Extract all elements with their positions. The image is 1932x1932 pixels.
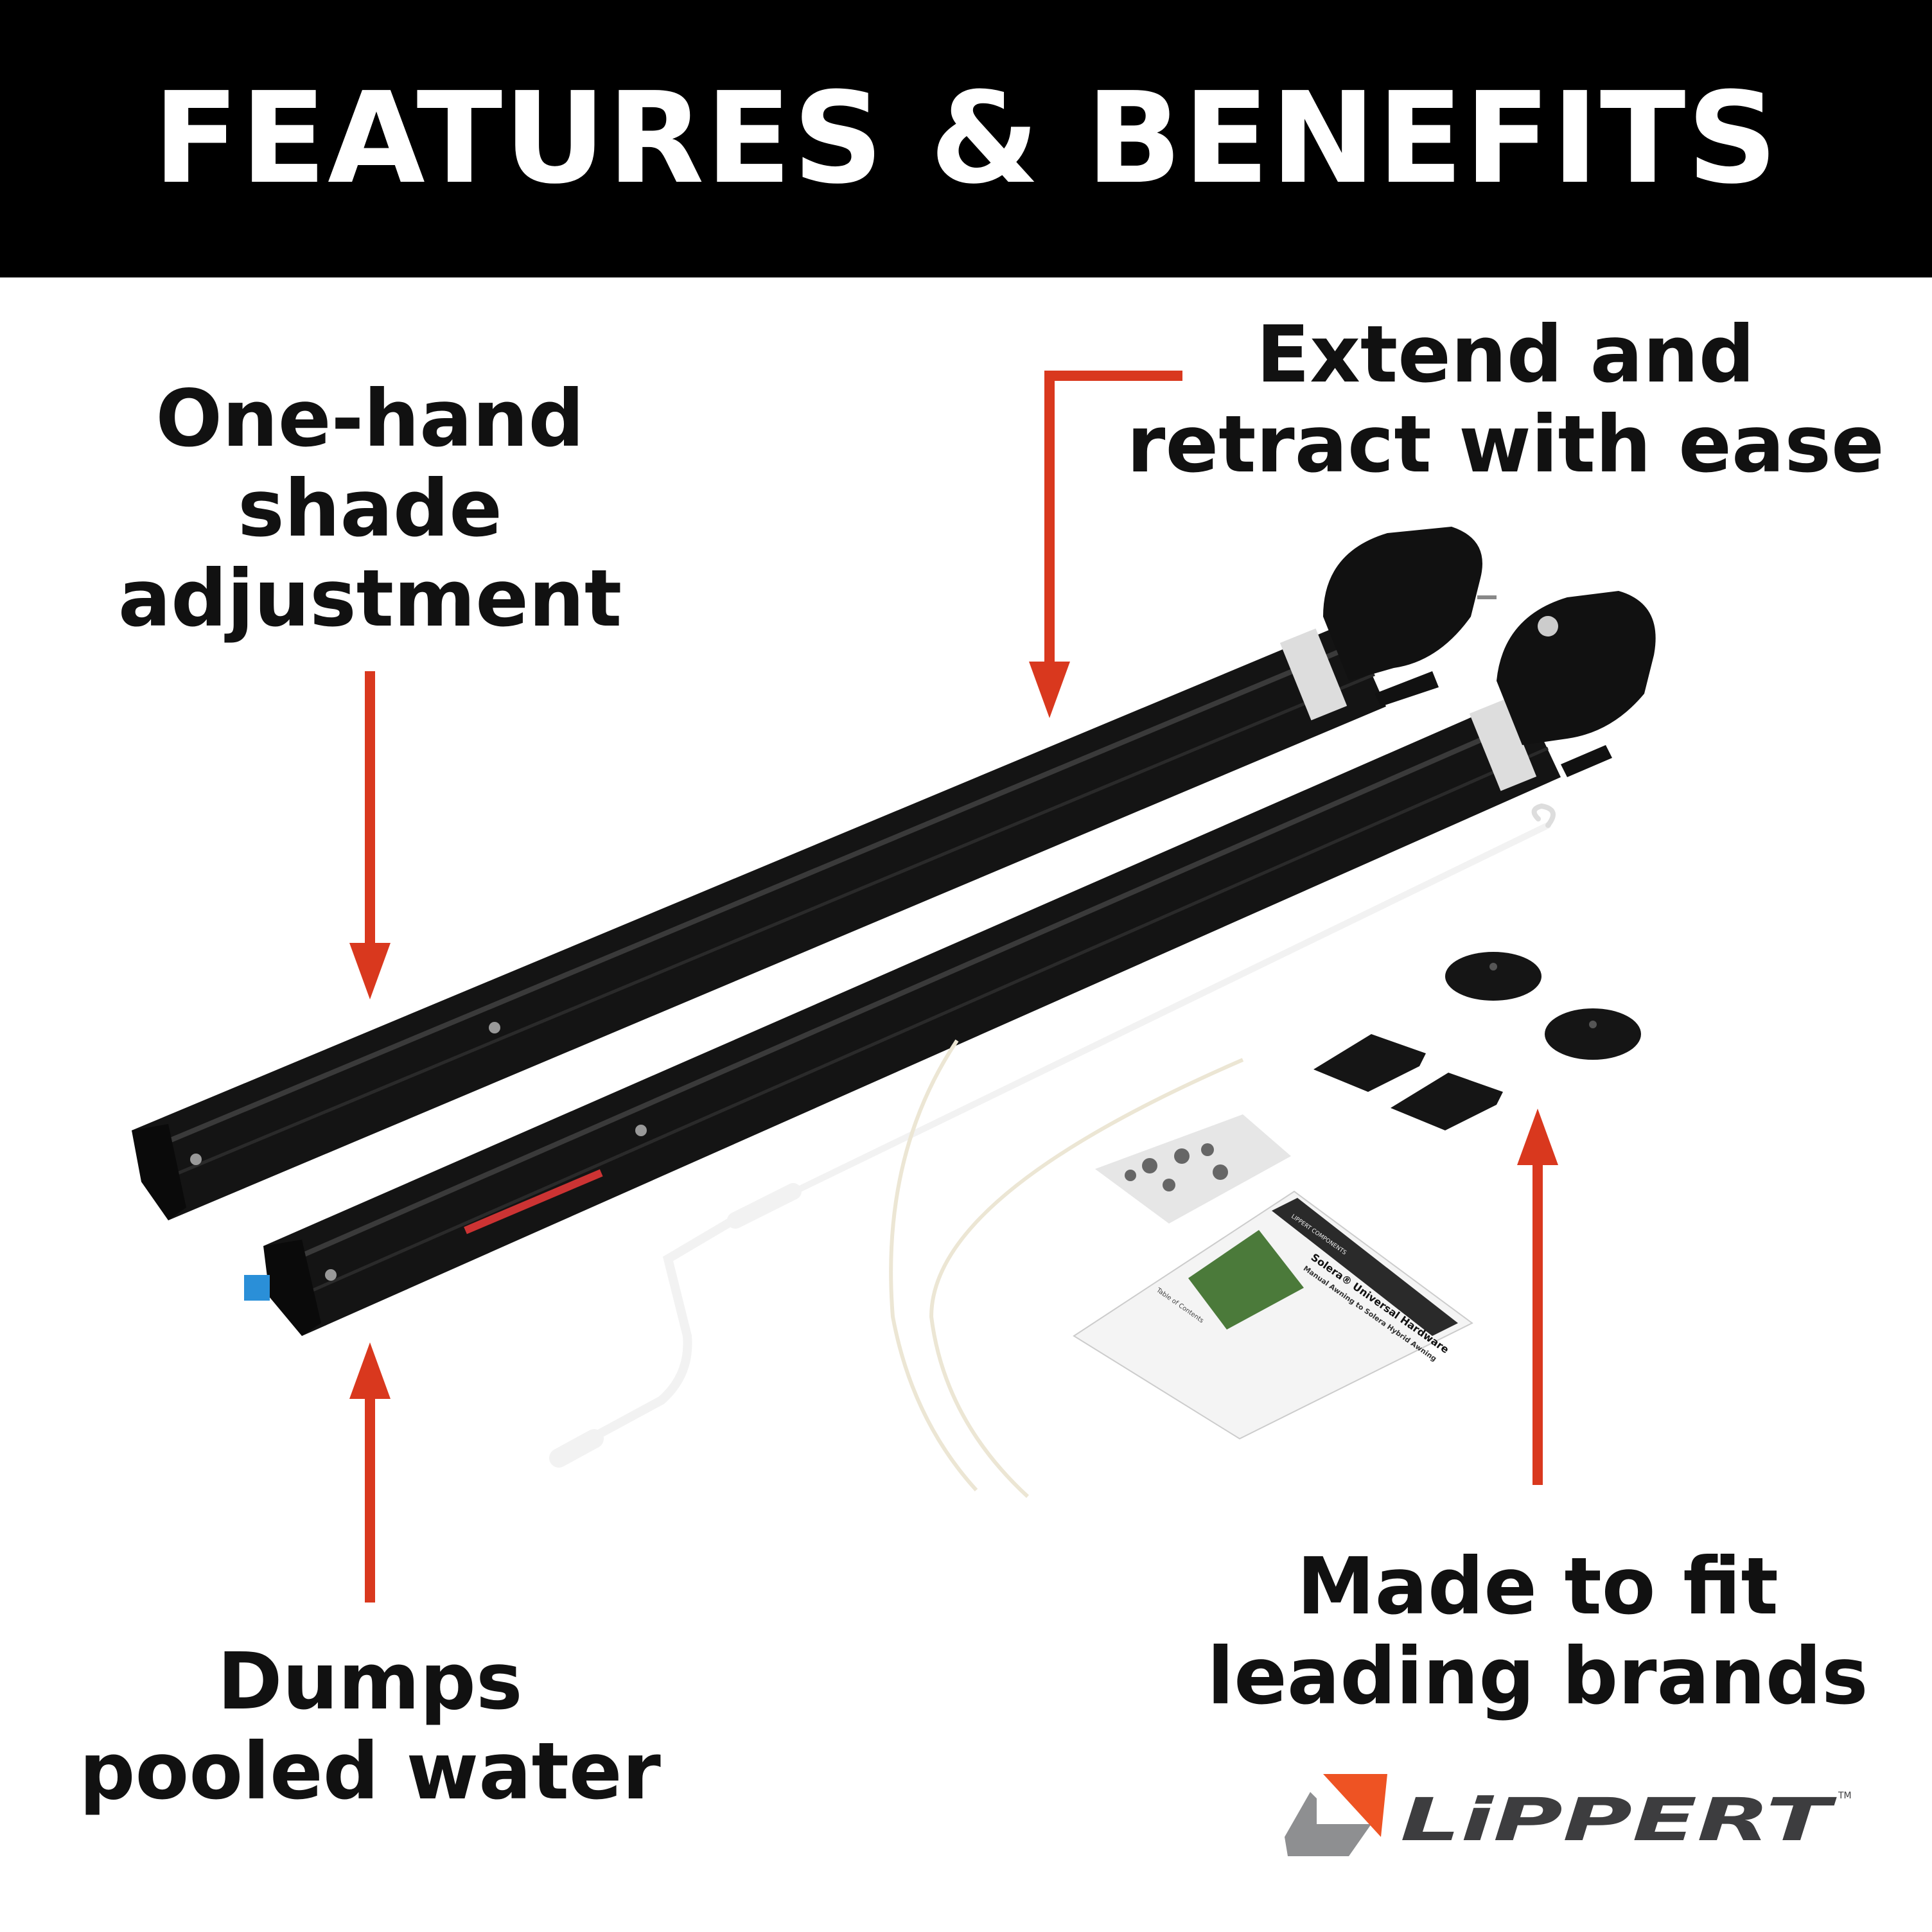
mounting-brackets [1313, 1034, 1503, 1130]
logo-mark-gray [1285, 1792, 1371, 1856]
hardware-bag [1095, 1114, 1291, 1224]
header-banner: FEATURES & BENEFITS [0, 0, 1932, 277]
arrow-up-dumps [349, 1342, 391, 1603]
callout-line: Made to fit [1297, 1541, 1778, 1632]
arrow-down-one-hand [349, 671, 391, 999]
callout-extend-retract: Extend and retract with ease [1127, 310, 1884, 489]
cable-ties [889, 1039, 1244, 1498]
logo-trademark: TM [1838, 1791, 1852, 1801]
instruction-manual: Solera® Universal Hardware Manual Awning… [1073, 1190, 1473, 1440]
end-caps [1445, 952, 1641, 1060]
arrow-elbow-extend [1029, 371, 1182, 718]
crank-handle [549, 803, 1556, 1468]
lippert-logo: LiPPERT TM [1285, 1774, 1852, 1856]
arrow-up-fit [1517, 1109, 1558, 1485]
awning-rail-1 [132, 622, 1386, 1220]
logo-wordmark: LiPPERT [1400, 1786, 1837, 1854]
motor-head-1 [1323, 527, 1497, 707]
callout-line: pooled water [79, 1726, 661, 1817]
awning-rail-2 [244, 695, 1561, 1336]
callout-line: Dumps [217, 1636, 523, 1727]
callout-one-hand-adjustment: One-hand shade adjustment [118, 374, 622, 644]
logo-mark-orange [1323, 1774, 1387, 1837]
callout-line: shade [238, 463, 502, 554]
callout-dumps-water: Dumps pooled water [79, 1637, 661, 1816]
callout-made-to-fit: Made to fit leading brands [1207, 1541, 1868, 1721]
callout-line: Extend and [1256, 309, 1755, 400]
callout-line: One-hand [155, 373, 584, 464]
callout-line: leading brands [1207, 1631, 1868, 1722]
callout-line: retract with ease [1127, 399, 1884, 490]
callout-line: adjustment [118, 553, 622, 644]
motor-head-2 [1497, 591, 1656, 777]
page-title: FEATURES & BENEFITS [153, 66, 1779, 212]
